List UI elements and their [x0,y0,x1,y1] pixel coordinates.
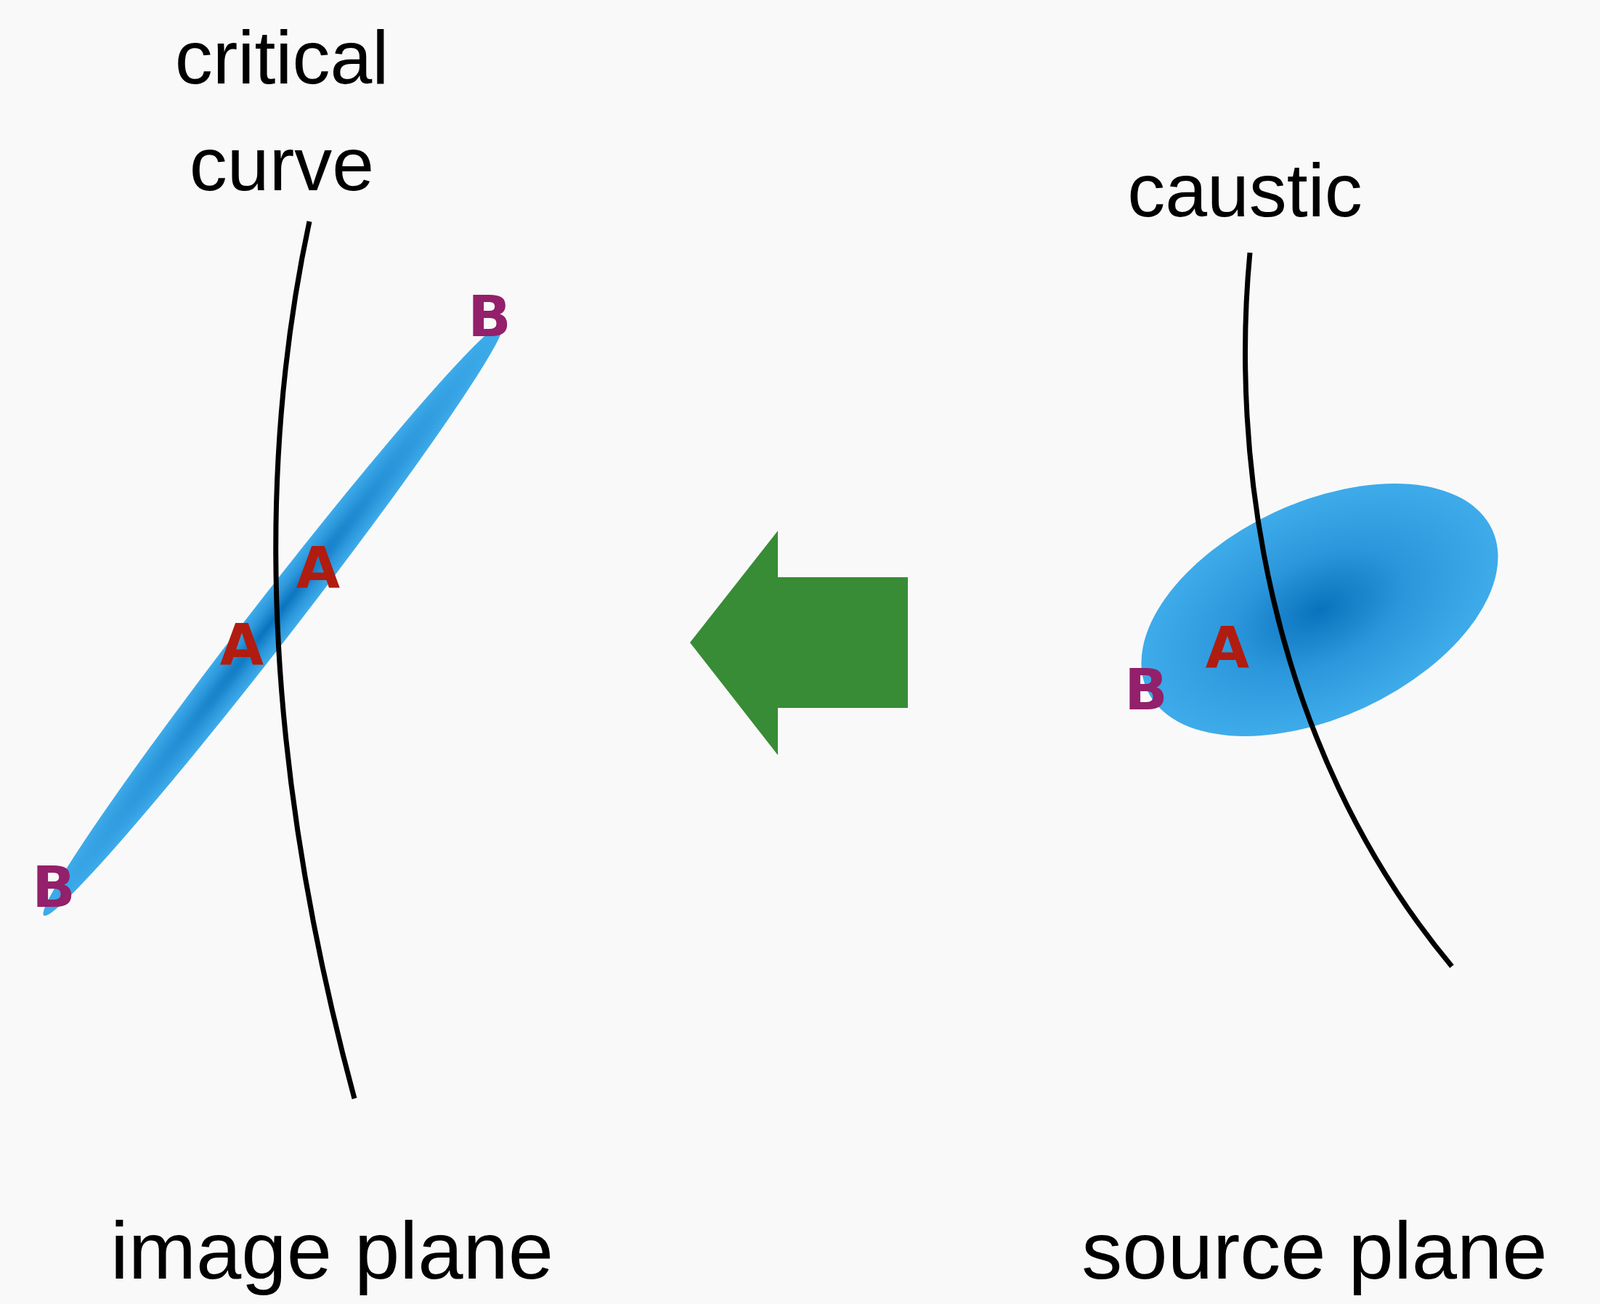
caustic-curve [1245,252,1452,967]
point-marker: B [467,288,511,345]
plane-label: source plane [1081,1202,1547,1301]
curve-label: critical curve [107,4,457,219]
point-marker: A [220,616,264,674]
critical-curve [275,221,355,1099]
mapping-arrow [689,530,908,756]
lensed-arc [26,311,521,930]
source-galaxy [1101,432,1538,789]
curve-label: caustic [1127,145,1363,237]
plane-label: image plane [110,1202,554,1301]
point-marker: B [31,859,75,916]
point-marker: A [1205,619,1250,677]
point-marker: B [1124,661,1168,719]
point-marker: A [296,539,340,597]
